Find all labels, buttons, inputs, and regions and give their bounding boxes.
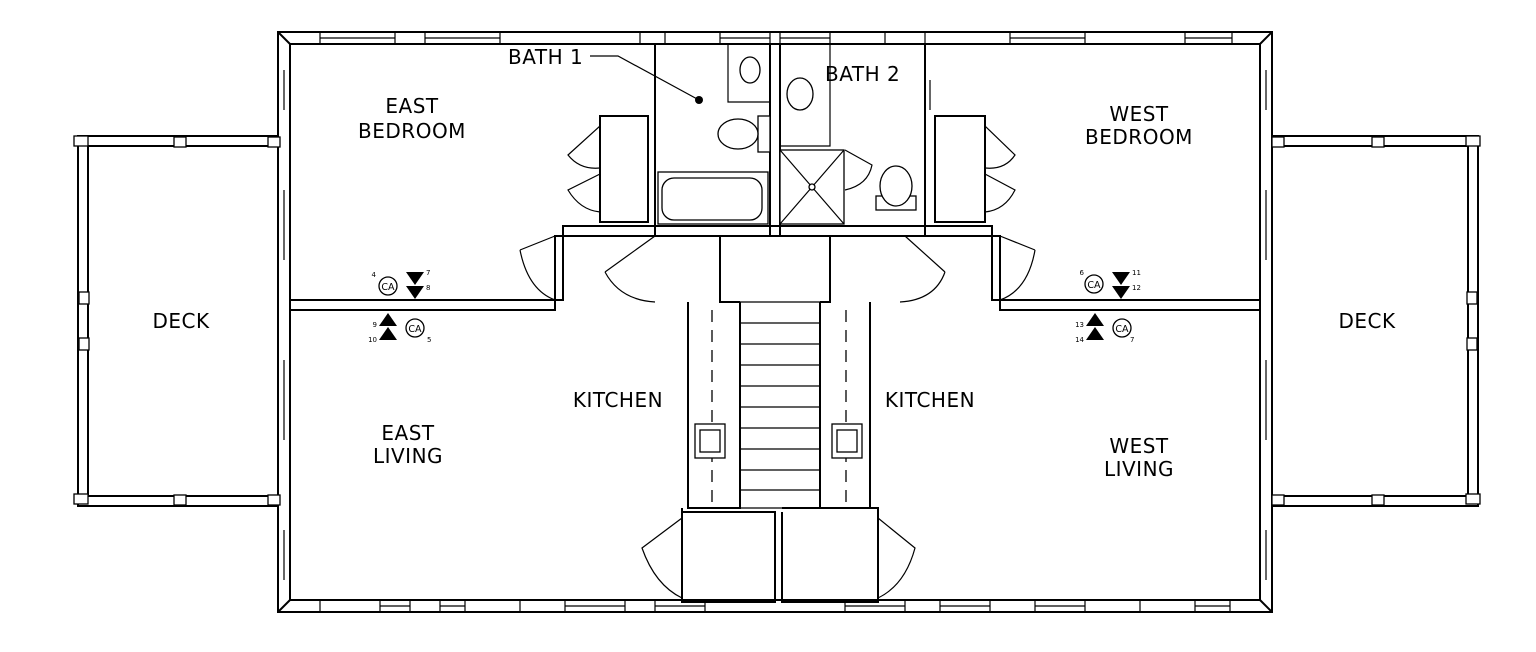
num-14: 14 <box>1075 336 1084 344</box>
num-4: 4 <box>372 271 377 279</box>
deck-left <box>73 135 281 507</box>
label-bath-1: BATH 1 <box>508 45 583 69</box>
ca-symbol-east-top: CA <box>381 282 395 293</box>
windows <box>283 32 1267 612</box>
label-east-bedroom-line2: BEDROOM <box>358 119 466 143</box>
symbols-west: CA 6 CA 7 11 12 13 14 <box>1075 269 1141 344</box>
exterior-walls <box>277 31 1273 613</box>
label-west-bedroom-line1: WEST <box>1109 102 1169 126</box>
label-east-bedroom-line1: EAST <box>385 94 439 118</box>
label-deck-left: DECK <box>152 309 210 333</box>
bathtub <box>657 171 769 225</box>
num-12: 12 <box>1132 284 1141 292</box>
bath-1-leader-line <box>590 55 700 101</box>
sink-bath-2 <box>786 77 814 111</box>
label-west-living-line2: LIVING <box>1104 457 1174 481</box>
num-9: 9 <box>373 321 377 329</box>
deck-right <box>1271 135 1481 507</box>
symbols-east: CA 4 CA 5 7 8 9 10 <box>368 269 431 344</box>
label-kitchen-left: KITCHEN <box>573 388 663 412</box>
toilet-bath-1 <box>717 115 771 153</box>
num-13: 13 <box>1075 321 1084 329</box>
stair-treads <box>740 322 820 491</box>
label-bath-2: BATH 2 <box>825 62 900 86</box>
label-west-living-line1: WEST <box>1109 434 1169 458</box>
ca-symbol-west-bottom: CA <box>1115 324 1129 335</box>
num-8: 8 <box>426 284 430 292</box>
ca-symbol-west-top: CA <box>1087 280 1101 291</box>
num-5: 5 <box>427 336 431 344</box>
num-10: 10 <box>368 336 377 344</box>
num-7: 7 <box>426 269 430 277</box>
label-east-living-line1: EAST <box>381 421 435 445</box>
num-7-west: 7 <box>1130 336 1134 344</box>
ca-symbol-east-bottom: CA <box>408 324 422 335</box>
label-deck-right: DECK <box>1338 309 1396 333</box>
label-kitchen-right: KITCHEN <box>885 388 975 412</box>
sink-bath-1 <box>739 56 761 84</box>
num-11: 11 <box>1132 269 1141 277</box>
kitchen-sink-right <box>831 423 863 459</box>
kitchen-sink-left <box>694 423 726 459</box>
num-6: 6 <box>1080 269 1085 277</box>
shower <box>779 149 845 225</box>
door-swings <box>519 80 1036 599</box>
label-east-living-line2: LIVING <box>373 444 443 468</box>
label-west-bedroom-line2: BEDROOM <box>1085 125 1193 149</box>
counter-edges <box>711 310 847 505</box>
room-labels: EAST BEDROOM WEST BEDROOM EAST LIVING WE… <box>152 45 1396 481</box>
toilet-bath-2 <box>875 165 917 211</box>
interior-walls <box>290 44 1260 603</box>
